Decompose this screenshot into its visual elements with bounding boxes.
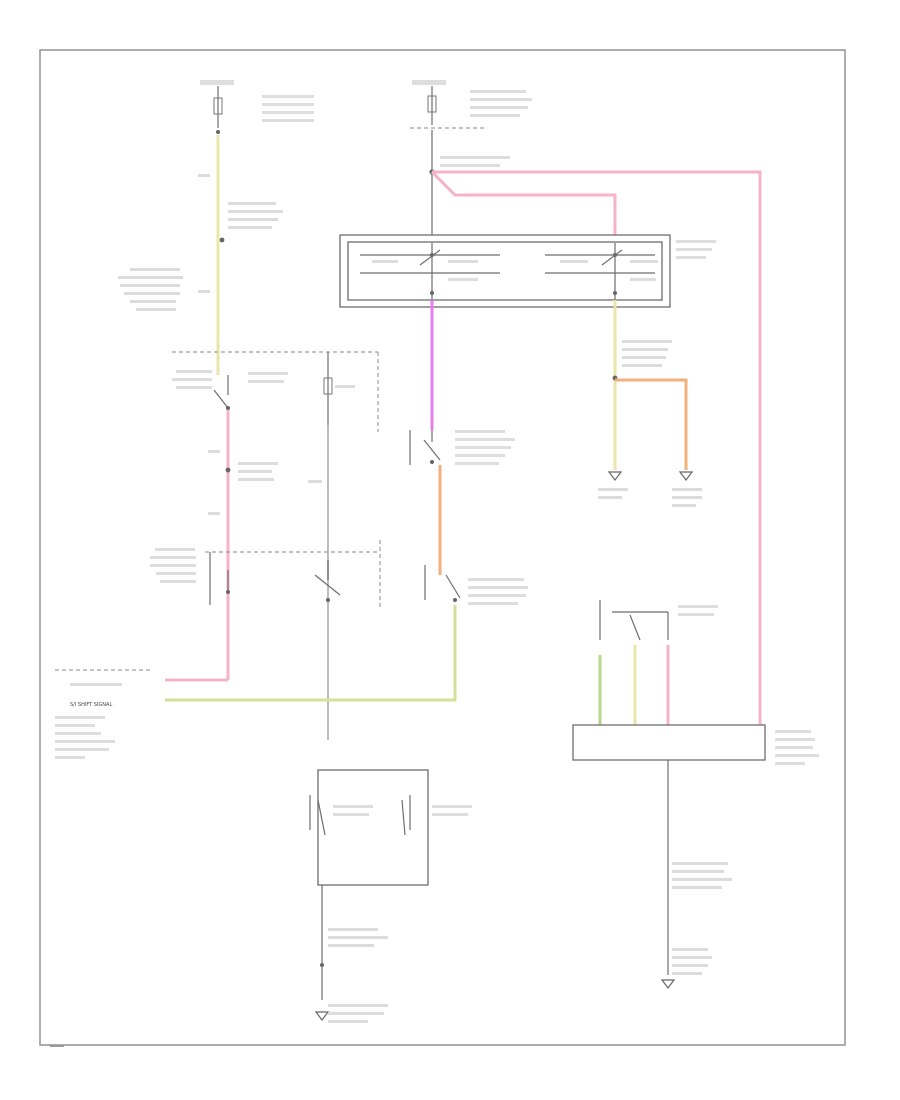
pressure-switch-lower	[424, 565, 528, 605]
splice-sensor	[320, 963, 324, 967]
ground-right-lower	[660, 979, 676, 989]
pcm-pin-labels: S/I SHIFT SIGNAL	[55, 683, 122, 759]
diagram-border	[39, 49, 846, 1046]
shift-signal-label: S/I SHIFT SIGNAL	[70, 702, 112, 708]
control-module-box	[572, 724, 819, 765]
left-fuse-feed	[200, 80, 314, 134]
ground-right-1	[607, 471, 623, 481]
middle-notes	[208, 450, 322, 515]
fuse-middle	[323, 352, 355, 425]
splice-left-upper	[219, 237, 225, 243]
center-fuse-feed	[410, 80, 532, 167]
left-notes	[118, 174, 283, 311]
wire-orange-right	[615, 378, 688, 470]
ground-sensor	[314, 1011, 330, 1021]
switch-assembly	[339, 234, 716, 308]
right-lower-notes	[672, 862, 732, 975]
ground-right-2	[678, 471, 694, 481]
relay-switch-lower	[150, 548, 341, 605]
pressure-sensor-module	[309, 769, 472, 886]
wire-pink-right-trunk	[432, 170, 762, 725]
wire-pink-to-switch	[430, 170, 617, 240]
relay-switch-left	[172, 370, 288, 410]
lower-center-notes	[328, 928, 388, 1023]
splice-left-middle	[225, 467, 231, 473]
transmission-range-sensor	[599, 600, 718, 641]
pressure-switch-upper	[409, 430, 515, 465]
wire-yellow-green-shift	[165, 605, 457, 702]
right-notes	[598, 340, 702, 507]
corner-marker	[50, 1045, 64, 1047]
